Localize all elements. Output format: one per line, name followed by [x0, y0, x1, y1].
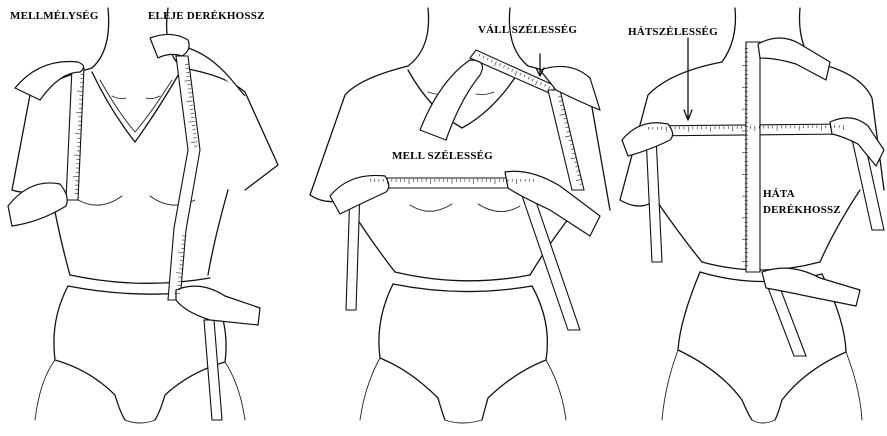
figure-back-right [620, 8, 884, 423]
label-back-width: HÁTSZÉLESSÉG [628, 26, 718, 39]
label-bust-width: MELL SZÉLESSÉG [392, 150, 493, 163]
label-back-waist-length-line1: HÁTA [763, 188, 795, 201]
figure-front-left [8, 8, 278, 423]
figure-front-middle [310, 8, 610, 423]
label-front-waist-length: ELEJE DERÉKHOSSZ [148, 10, 265, 23]
label-back-waist-length-line2: DERÉKHOSSZ [763, 204, 841, 217]
label-shoulder-width: VÁLL SZÉLESSÉG [478, 24, 577, 37]
label-chest-depth: MELLMÉLYSÉG [10, 10, 99, 23]
